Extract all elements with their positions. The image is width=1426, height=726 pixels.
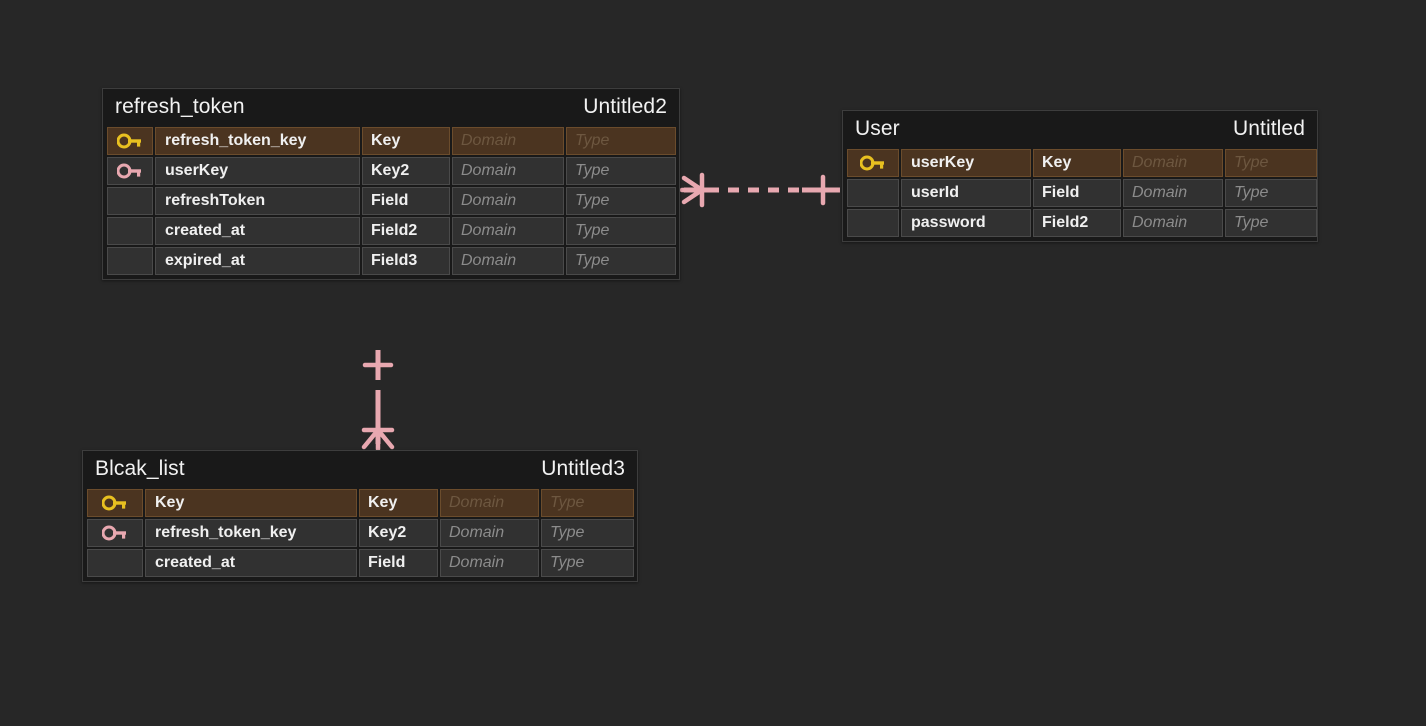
column-key-cell[interactable] [107, 157, 153, 185]
column-datatype-cell[interactable]: Key [1033, 149, 1121, 177]
column-domain-cell[interactable]: Domain [1123, 209, 1223, 237]
relationship-user-refresh-token[interactable] [676, 168, 848, 212]
gold-key-icon [860, 155, 884, 171]
column-row[interactable]: userId Field Domain Type [847, 179, 1317, 207]
entity-blcak-list[interactable]: Blcak_list Untitled3 Key Key Domain Type [82, 450, 638, 582]
crowsfoot-many-marker [361, 427, 395, 452]
column-datatype-cell[interactable]: Field2 [362, 217, 450, 245]
column-name-cell[interactable]: refresh_token_key [155, 127, 360, 155]
column-key-cell[interactable] [107, 247, 153, 275]
column-key-cell[interactable] [87, 549, 143, 577]
column-datatype-cell[interactable]: Key2 [362, 157, 450, 185]
entity-columns: refresh_token_key Key Domain Type userKe… [103, 127, 679, 279]
entity-columns: userKey Key Domain Type userId Field Dom… [843, 149, 1317, 241]
crowsfoot-many-marker [679, 172, 705, 208]
column-key-cell[interactable] [87, 519, 143, 547]
column-row[interactable]: refreshToken Field Domain Type [107, 187, 676, 215]
entity-refresh-token[interactable]: refresh_token Untitled2 refresh_token_ke… [102, 88, 680, 280]
column-name-cell[interactable]: password [901, 209, 1031, 237]
pink-key-icon [102, 525, 126, 541]
gold-key-icon [102, 495, 126, 511]
entity-name: refresh_token [115, 95, 245, 118]
column-key-cell[interactable] [847, 149, 899, 177]
column-datatype-cell[interactable]: Field [362, 187, 450, 215]
entity-comment: Untitled3 [541, 457, 625, 480]
column-domain-cell[interactable]: Domain [452, 247, 564, 275]
column-name-cell[interactable]: created_at [155, 217, 360, 245]
entity-header[interactable]: User Untitled [843, 111, 1317, 149]
column-domain-cell[interactable]: Domain [1123, 149, 1223, 177]
column-key-cell[interactable] [107, 187, 153, 215]
column-type-cell[interactable]: Type [541, 519, 634, 547]
column-type-cell[interactable]: Type [566, 187, 676, 215]
column-row[interactable]: refresh_token_key Key Domain Type [107, 127, 676, 155]
column-row[interactable]: userKey Key2 Domain Type [107, 157, 676, 185]
column-row[interactable]: userKey Key Domain Type [847, 149, 1317, 177]
column-domain-cell[interactable]: Domain [452, 127, 564, 155]
column-domain-cell[interactable]: Domain [452, 217, 564, 245]
column-name-cell[interactable]: userKey [901, 149, 1031, 177]
column-name-cell[interactable]: userKey [155, 157, 360, 185]
column-datatype-cell[interactable]: Field [1033, 179, 1121, 207]
column-domain-cell[interactable]: Domain [452, 187, 564, 215]
column-datatype-cell[interactable]: Key [362, 127, 450, 155]
entity-user[interactable]: User Untitled userKey Key Domain Type [842, 110, 1318, 242]
column-key-cell[interactable] [87, 489, 143, 517]
column-type-cell[interactable]: Type [566, 157, 676, 185]
column-type-cell[interactable]: Type [1225, 209, 1317, 237]
column-type-cell[interactable]: Type [1225, 149, 1317, 177]
entity-comment: Untitled2 [583, 95, 667, 118]
column-datatype-cell[interactable]: Field3 [362, 247, 450, 275]
column-row[interactable]: refresh_token_key Key2 Domain Type [87, 519, 634, 547]
entity-header[interactable]: Blcak_list Untitled3 [83, 451, 637, 489]
column-name-cell[interactable]: expired_at [155, 247, 360, 275]
entity-comment: Untitled [1232, 117, 1305, 140]
entity-columns: Key Key Domain Type refresh_token_key Ke… [83, 489, 637, 581]
column-datatype-cell[interactable]: Field [359, 549, 438, 577]
column-key-cell[interactable] [107, 127, 153, 155]
column-domain-cell[interactable]: Domain [440, 489, 539, 517]
column-domain-cell[interactable]: Domain [440, 549, 539, 577]
entity-header[interactable]: refresh_token Untitled2 [103, 89, 679, 127]
column-type-cell[interactable]: Type [566, 247, 676, 275]
column-datatype-cell[interactable]: Field2 [1033, 209, 1121, 237]
column-type-cell[interactable]: Type [566, 217, 676, 245]
relationship-refresh-token-blcak-list[interactable] [356, 346, 400, 452]
column-type-cell[interactable]: Type [566, 127, 676, 155]
column-datatype-cell[interactable]: Key [359, 489, 438, 517]
column-domain-cell[interactable]: Domain [1123, 179, 1223, 207]
pink-key-icon [117, 163, 141, 179]
column-type-cell[interactable]: Type [1225, 179, 1317, 207]
column-name-cell[interactable]: refresh_token_key [145, 519, 357, 547]
column-row[interactable]: Key Key Domain Type [87, 489, 634, 517]
column-name-cell[interactable]: refreshToken [155, 187, 360, 215]
entity-name: User [855, 117, 900, 140]
column-domain-cell[interactable]: Domain [452, 157, 564, 185]
column-domain-cell[interactable]: Domain [440, 519, 539, 547]
column-name-cell[interactable]: Key [145, 489, 357, 517]
column-name-cell[interactable]: created_at [145, 549, 357, 577]
column-row[interactable]: password Field2 Domain Type [847, 209, 1317, 237]
column-datatype-cell[interactable]: Key2 [359, 519, 438, 547]
column-row[interactable]: created_at Field2 Domain Type [107, 217, 676, 245]
column-type-cell[interactable]: Type [541, 489, 634, 517]
column-row[interactable]: created_at Field Domain Type [87, 549, 634, 577]
column-name-cell[interactable]: userId [901, 179, 1031, 207]
entity-name: Blcak_list [95, 457, 185, 480]
column-type-cell[interactable]: Type [541, 549, 634, 577]
column-key-cell[interactable] [847, 179, 899, 207]
column-key-cell[interactable] [847, 209, 899, 237]
column-key-cell[interactable] [107, 217, 153, 245]
gold-key-icon [117, 133, 141, 149]
column-row[interactable]: expired_at Field3 Domain Type [107, 247, 676, 275]
